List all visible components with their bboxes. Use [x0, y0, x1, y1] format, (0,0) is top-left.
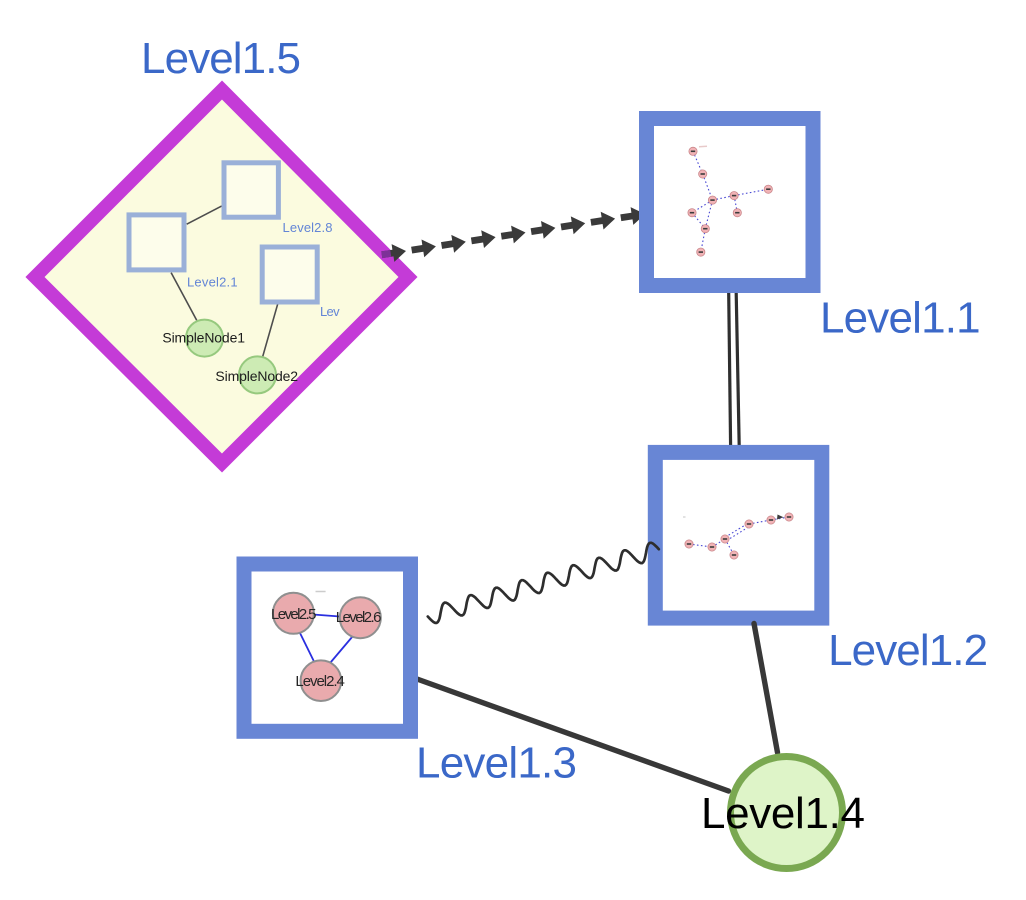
svg-text:Level2.5: Level2.5: [271, 606, 317, 623]
svg-text:Level1.5: Level1.5: [141, 34, 301, 83]
svg-text:Level2.6: Level2.6: [336, 609, 382, 626]
svg-text:SimpleNode1: SimpleNode1: [162, 330, 245, 346]
svg-text:Level2.1: Level2.1: [187, 275, 238, 290]
svg-text:Lev: Lev: [320, 304, 340, 319]
svg-text:Level1.3: Level1.3: [416, 738, 577, 787]
svg-text:Level1.2: Level1.2: [828, 626, 988, 675]
svg-text:Level2.4: Level2.4: [295, 673, 345, 690]
svg-text:SimpleNode2: SimpleNode2: [215, 368, 298, 384]
svg-text:Level2.8: Level2.8: [283, 220, 333, 235]
svg-text:Level1.4: Level1.4: [701, 789, 865, 838]
svg-text:Level1.1: Level1.1: [820, 294, 981, 343]
